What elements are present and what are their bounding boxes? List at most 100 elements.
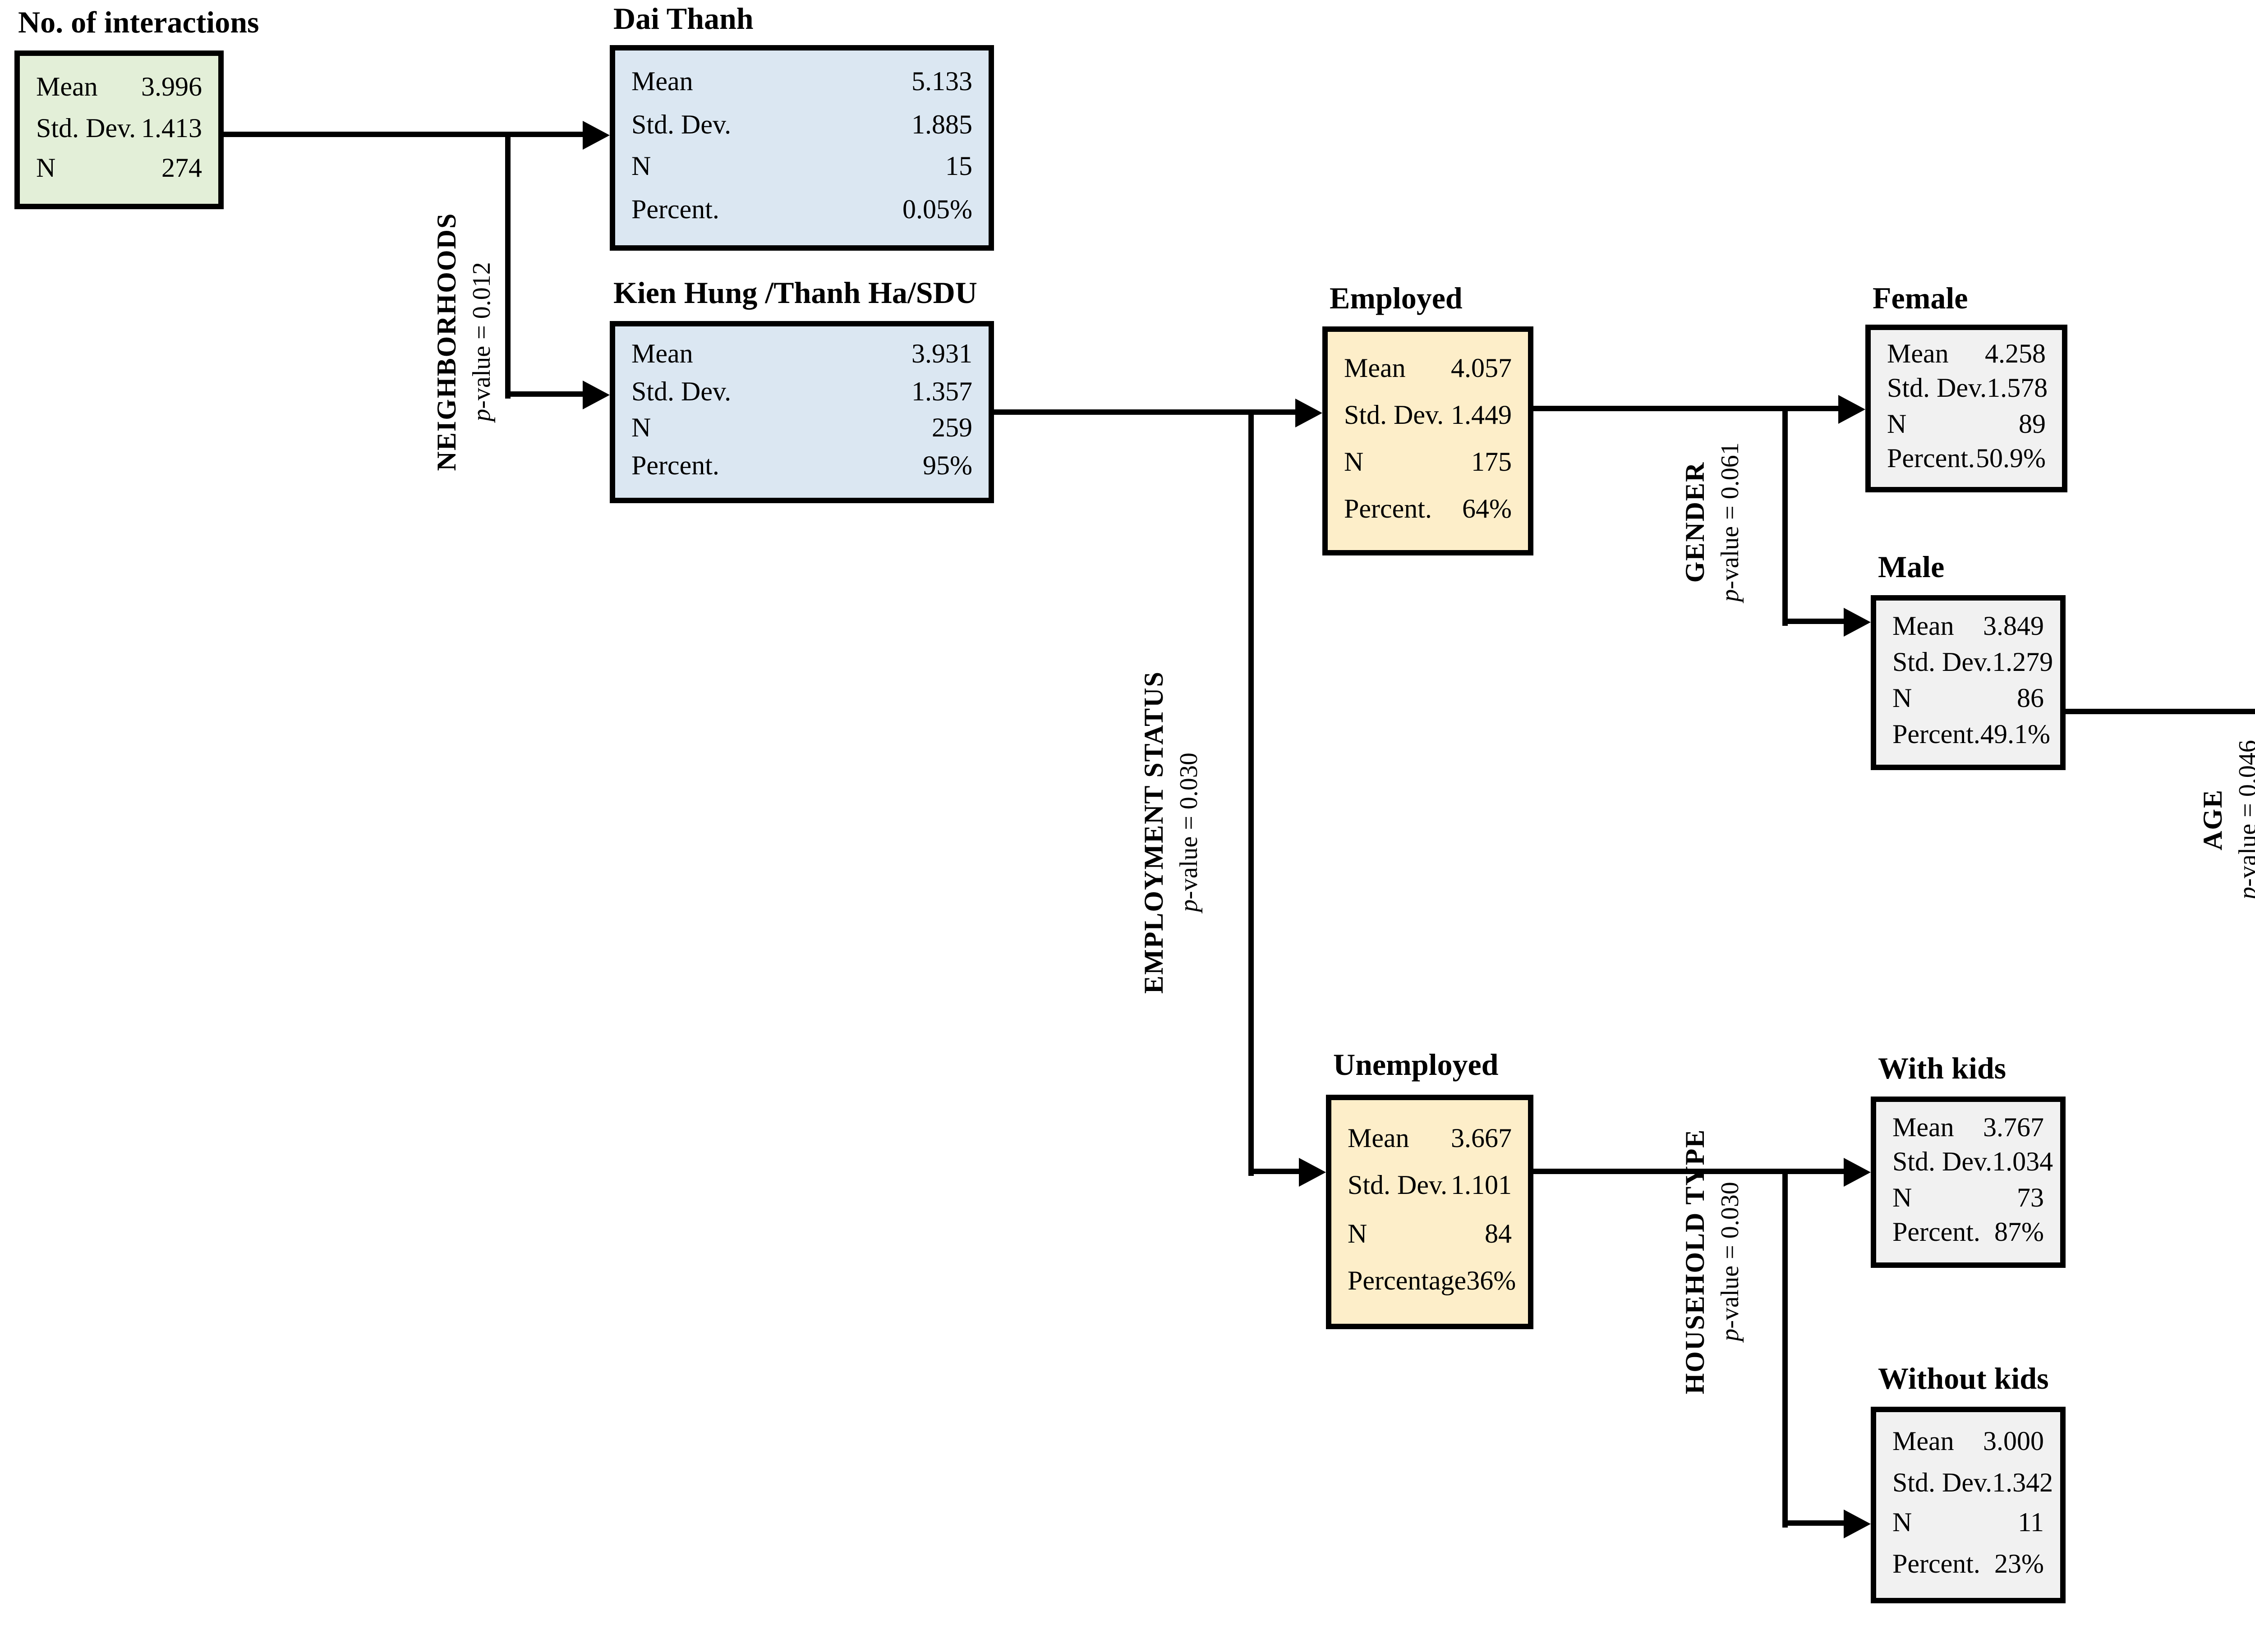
stat-row: N 11 bbox=[1892, 1510, 2044, 1541]
connector-line bbox=[1533, 406, 1842, 411]
stat-label: Std. Dev. bbox=[1892, 1149, 1993, 1178]
stat-value: 3.667 bbox=[1451, 1124, 1512, 1154]
stat-row: Mean 3.767 bbox=[1892, 1114, 2044, 1144]
stat-value: 11 bbox=[2018, 1510, 2044, 1539]
stat-value: 87% bbox=[1994, 1220, 2044, 1249]
stat-value: 1.578 bbox=[1987, 376, 2048, 405]
split-name: HOUSEHOLD TYPE bbox=[1682, 1129, 1711, 1395]
stat-label: Percent. bbox=[1892, 721, 1980, 750]
connector-line bbox=[2066, 709, 2255, 714]
stat-value: 4.258 bbox=[1985, 341, 2046, 370]
stat-label: Std. Dev. bbox=[1892, 1469, 1993, 1499]
stat-label: Std. Dev. bbox=[1344, 402, 1444, 431]
split-name: NEIGHBORHOODS bbox=[434, 212, 463, 471]
stat-label: Mean bbox=[631, 69, 693, 98]
stat-row: Mean 3.849 bbox=[1892, 613, 2044, 644]
stat-value: 274 bbox=[161, 156, 202, 184]
connector-line bbox=[224, 132, 588, 137]
arrowhead-icon bbox=[1844, 608, 1871, 637]
stat-label: Mean bbox=[1892, 1114, 1954, 1143]
split-label-age: AGE p-value = 0.046 bbox=[2196, 702, 2255, 937]
stat-value: 89 bbox=[2019, 410, 2046, 440]
stat-value: 3.767 bbox=[1983, 1114, 2044, 1143]
stat-label: Mean bbox=[1892, 1429, 1954, 1458]
stat-row: Percent.23% bbox=[1892, 1550, 2044, 1581]
stat-row: N 84 bbox=[1348, 1221, 1512, 1251]
stat-label: Mean bbox=[1892, 613, 1954, 642]
stat-row: Percent.95% bbox=[631, 453, 972, 484]
split-name: GENDER bbox=[1682, 461, 1711, 583]
stat-label: N bbox=[631, 415, 651, 445]
stat-row: Std. Dev.1.885 bbox=[631, 111, 972, 142]
node-title: No. of interactions bbox=[18, 5, 259, 40]
stat-value: 259 bbox=[932, 415, 972, 445]
connector-line bbox=[1248, 1169, 1302, 1174]
split-name: AGE bbox=[2200, 789, 2229, 851]
stat-label: N bbox=[1348, 1221, 1367, 1250]
stat-row: Std. Dev.1.357 bbox=[631, 378, 972, 408]
split-label-household-type: HOUSEHOLD TYPE p-value = 0.030 bbox=[1679, 1090, 1749, 1433]
stat-value: 1.279 bbox=[1992, 649, 2053, 678]
stat-label: Std. Dev. bbox=[631, 378, 732, 407]
stat-value: 84 bbox=[1485, 1221, 1512, 1250]
stat-value: 1.449 bbox=[1451, 402, 1512, 431]
stat-label: N bbox=[1892, 1510, 1912, 1539]
stat-value: 73 bbox=[2017, 1184, 2044, 1214]
stat-label: Mean bbox=[36, 73, 98, 102]
connector-line bbox=[1782, 619, 1847, 624]
node-title: Dai Thanh bbox=[613, 2, 754, 36]
split-p-value: p-value = 0.030 bbox=[1177, 753, 1204, 912]
node-title: Male bbox=[1878, 550, 1945, 584]
stat-row: Std. Dev.1.578 bbox=[1887, 376, 2048, 407]
node-title: With kids bbox=[1878, 1051, 2006, 1086]
node-title: Kien Hung /Thanh Ha/SDU bbox=[613, 276, 977, 310]
stat-value: 64% bbox=[1462, 496, 1512, 525]
stat-row: Mean 4.258 bbox=[1887, 341, 2046, 372]
stat-value: 23% bbox=[1994, 1550, 2044, 1579]
connector-line bbox=[1533, 1169, 1847, 1174]
node-title: Female bbox=[1873, 281, 1968, 316]
stat-value: 1.101 bbox=[1451, 1172, 1512, 1202]
split-p-value: p-value = 0.030 bbox=[1718, 1182, 1745, 1341]
stat-label: Percent. bbox=[1887, 445, 1975, 474]
stat-value: 3.849 bbox=[1983, 613, 2044, 642]
arrowhead-icon bbox=[1844, 1158, 1871, 1187]
arrowhead-icon bbox=[1844, 1510, 1871, 1538]
arrowhead-icon bbox=[1295, 399, 1322, 427]
connector-line bbox=[1248, 409, 1254, 1176]
stat-row: Percent.64% bbox=[1344, 496, 1512, 527]
connector-line bbox=[1782, 406, 1788, 626]
node-title: Employed bbox=[1330, 281, 1463, 316]
connector-line bbox=[505, 132, 511, 399]
stat-label: Percent. bbox=[631, 196, 719, 225]
stat-row: N 259 bbox=[631, 416, 972, 446]
stat-row: Std. Dev.1.413 bbox=[36, 115, 202, 145]
stat-value: 3.000 bbox=[1983, 1429, 2044, 1458]
split-label-neighborhoods: NEIGHBORHOODS p-value = 0.012 bbox=[430, 161, 501, 522]
connector-line bbox=[1782, 1520, 1847, 1526]
connector-line bbox=[1782, 1169, 1788, 1528]
stat-label: N bbox=[36, 156, 56, 184]
stat-row: Percent.49.1% bbox=[1892, 721, 2050, 752]
node-title: Without kids bbox=[1878, 1362, 2049, 1396]
stat-value: 175 bbox=[1471, 449, 1512, 478]
stat-row: Percent.87% bbox=[1892, 1220, 2044, 1251]
stat-row: Std. Dev.1.101 bbox=[1348, 1173, 1512, 1203]
stat-label: Mean bbox=[1887, 341, 1949, 370]
stat-row: Std. Dev.1.342 bbox=[1892, 1469, 2053, 1500]
